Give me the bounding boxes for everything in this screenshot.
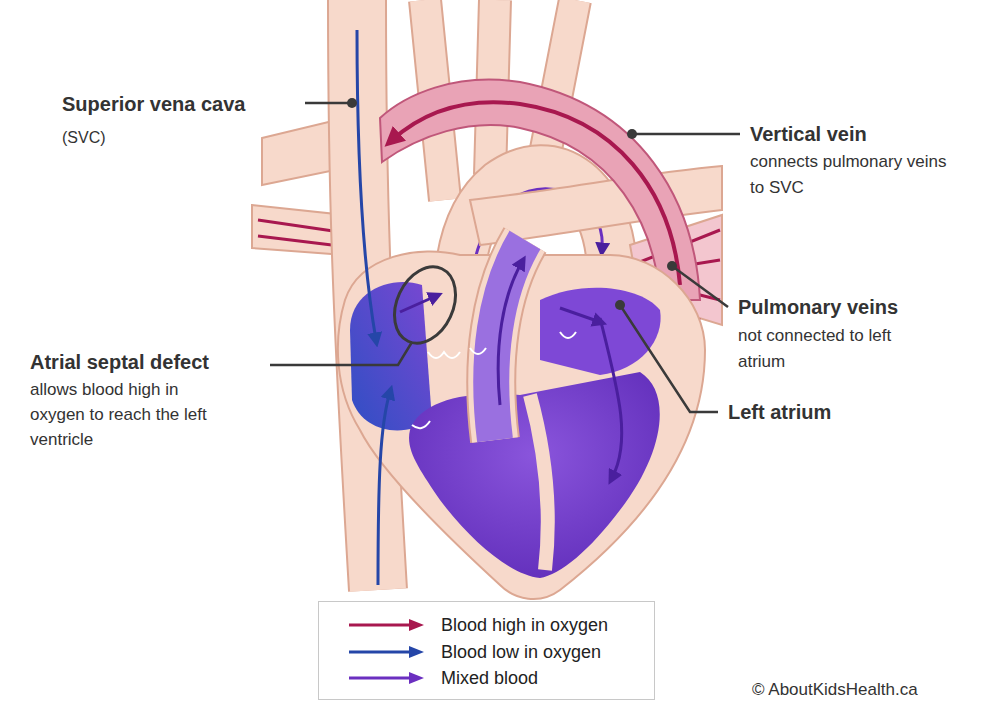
legend-label: Mixed blood (441, 665, 538, 691)
left-pulmonary-veins (258, 220, 340, 246)
legend-item: Blood low in oxygen (319, 639, 654, 665)
legend-swatch (347, 644, 427, 660)
low-oxygen-arrow (357, 30, 376, 340)
leader-line (620, 305, 718, 412)
trunk-wall (491, 240, 525, 440)
legend-item: Mixed blood (319, 665, 654, 691)
leader-line (305, 102, 352, 105)
swatch-head (409, 646, 424, 658)
valve (470, 348, 486, 354)
legend-swatch (347, 670, 427, 686)
copyright-note: © AboutKidsHealth.ca (752, 679, 918, 701)
low-oxygen-arrow (378, 392, 390, 585)
mixed-blood-arrow (560, 308, 600, 322)
valve (412, 421, 430, 428)
part-name: Superior vena cava (62, 92, 245, 116)
flow-arrows (357, 30, 622, 585)
swatch-line (349, 650, 413, 653)
valve (428, 352, 460, 358)
mixed-blood-arrow (600, 318, 622, 478)
legend-label: Blood low in oxygen (441, 639, 601, 665)
trunk-outline (491, 240, 525, 440)
leader-line (672, 266, 728, 307)
left-atrium (540, 288, 661, 375)
leader-dot (615, 300, 625, 310)
part-name: Pulmonary veins (738, 295, 898, 319)
leader-line (632, 133, 740, 136)
ventricles (409, 372, 660, 578)
swatch-head (409, 619, 424, 631)
legend-box: Blood high in oxygenBlood low in oxygenM… (318, 601, 655, 700)
part-note: connects pulmonary veins to SVC (750, 149, 965, 201)
part-note: allows blood high in oxygen to reach the… (30, 377, 235, 452)
part-name: Vertical vein (750, 122, 867, 146)
leader-dot (347, 98, 357, 108)
pulmonary-trunk (491, 240, 525, 440)
leader-line (270, 342, 412, 365)
abbreviation: (SVC) (62, 128, 106, 148)
legend-label: Blood high in oxygen (441, 612, 608, 638)
legend-swatch (347, 617, 427, 633)
part-note: not connected to left atrium (738, 323, 928, 375)
leader-dots (347, 98, 677, 310)
valve-leaflets (412, 332, 576, 428)
leader-dot (627, 129, 637, 139)
mixed-blood-arrow (400, 296, 436, 312)
leader-dot (667, 261, 677, 271)
part-name: Atrial septal defect (30, 350, 209, 374)
part-name: Left atrium (728, 400, 831, 424)
swatch-line (349, 624, 413, 627)
swatch-line (349, 677, 413, 680)
leader-lines (270, 103, 740, 412)
legend-item: Blood high in oxygen (319, 612, 654, 638)
valve (560, 332, 576, 338)
mixed-blood-arrow (498, 262, 522, 405)
trunk-fill (491, 240, 525, 440)
swatch-head (409, 672, 424, 684)
septum (530, 395, 548, 570)
defect-highlight (383, 257, 468, 353)
